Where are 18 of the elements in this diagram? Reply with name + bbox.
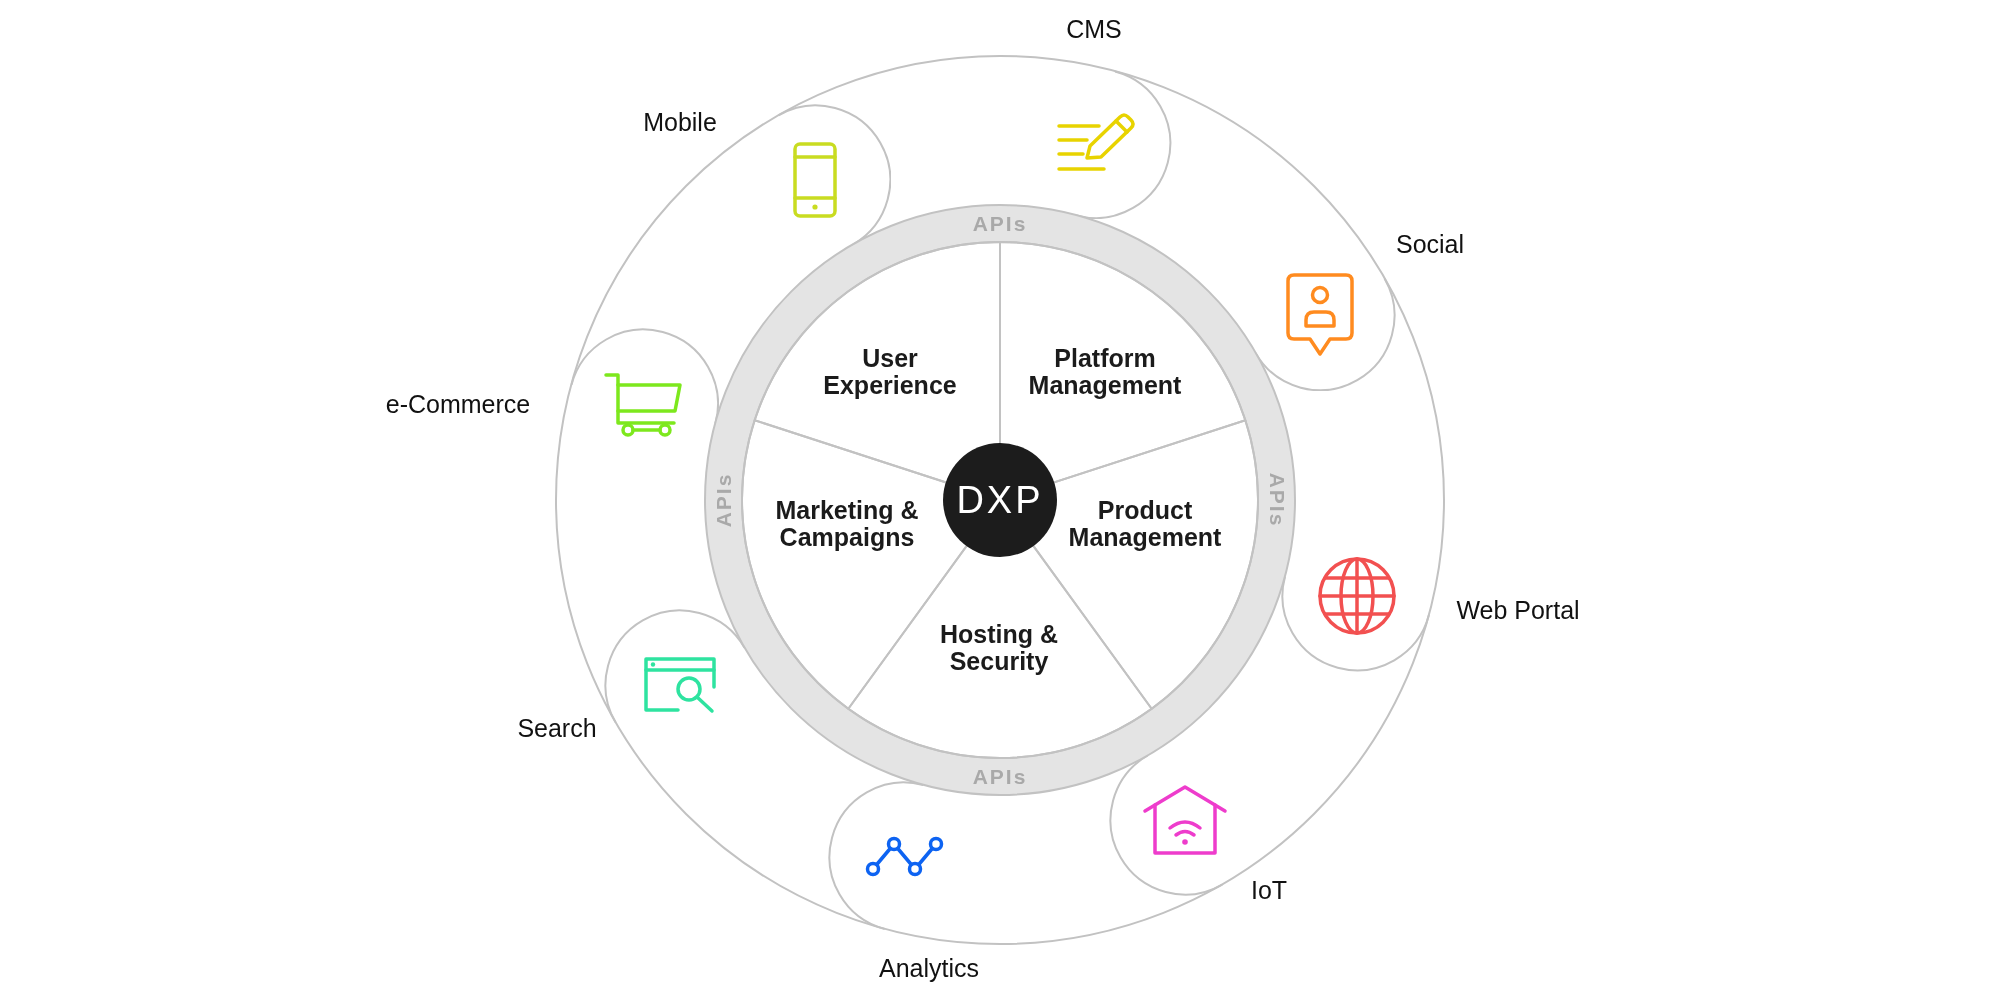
channel-label: Analytics xyxy=(879,953,979,983)
ring-label: APIs xyxy=(1265,472,1288,528)
channel-label: Social xyxy=(1395,229,1465,259)
ring-label: APIs xyxy=(972,212,1028,235)
channel-label: IoT xyxy=(1250,875,1288,905)
channel-label: e-Commerce xyxy=(385,389,531,419)
channel-label: Web Portal xyxy=(1456,595,1580,625)
sector-label: Platform Management xyxy=(1027,345,1183,399)
ring-label: APIs xyxy=(972,765,1028,788)
channel-label: CMS xyxy=(1066,14,1122,44)
sector-label: Product Management xyxy=(1067,497,1223,551)
channel-label: Mobile xyxy=(643,107,717,137)
channel-label: Search xyxy=(517,713,597,743)
ring-label: APIs xyxy=(712,472,735,528)
sector-label: User Experience xyxy=(822,345,958,399)
sector-label: Marketing & Campaigns xyxy=(774,497,920,551)
hub-circle: DXP xyxy=(943,443,1057,557)
sector-label: Hosting & Security xyxy=(938,621,1059,675)
